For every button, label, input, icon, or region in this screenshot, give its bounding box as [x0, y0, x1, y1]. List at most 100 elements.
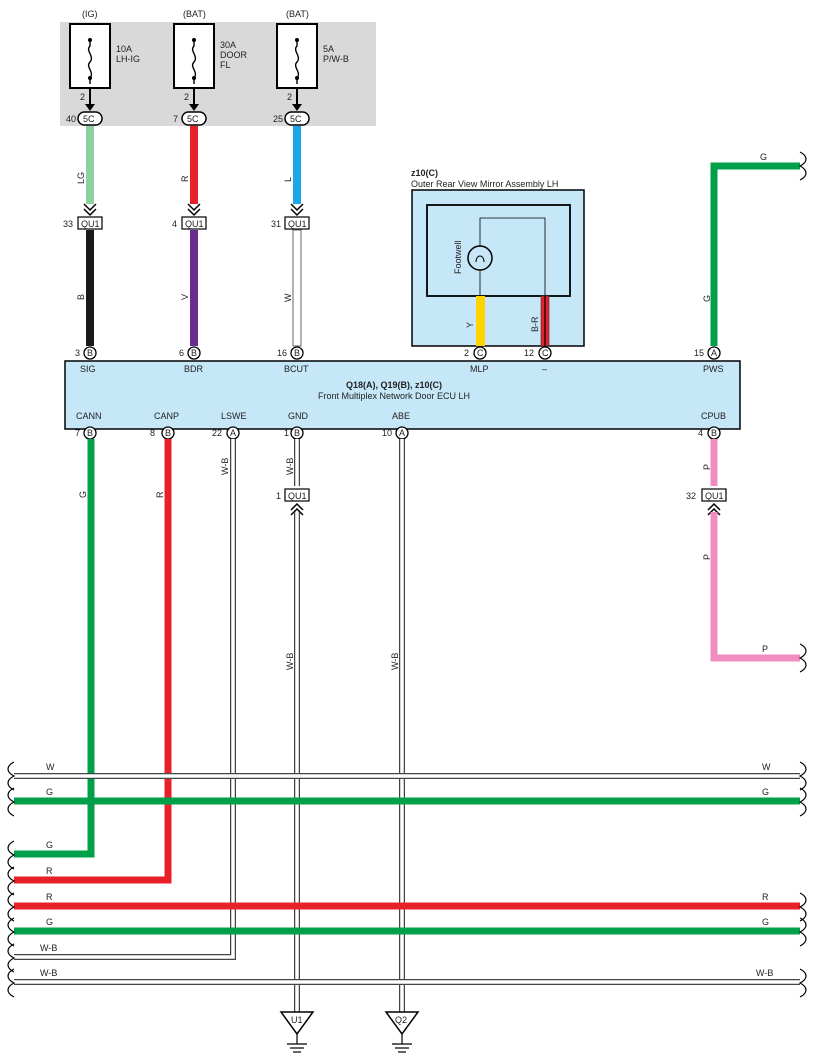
wire-label: W-B	[220, 458, 230, 475]
svg-text:GND: GND	[288, 411, 309, 421]
connector-qu1: QU1	[705, 491, 724, 501]
connector-pin: 7	[173, 114, 178, 124]
wire-label: B	[76, 294, 86, 300]
wire-label: LG	[76, 172, 86, 184]
wire-label: W	[283, 293, 293, 302]
svg-text:PWS: PWS	[703, 364, 724, 374]
bus-label-left: W-B	[40, 943, 57, 953]
wire-pws-g	[710, 162, 800, 346]
svg-text:B: B	[191, 348, 197, 358]
fuse-name: LH-IG	[116, 54, 140, 64]
fuse-name: FL	[220, 60, 231, 70]
bus-label-left: G	[46, 840, 53, 850]
svg-text:B: B	[294, 348, 300, 358]
svg-text:SIG: SIG	[80, 364, 96, 374]
connector-pin: 1	[276, 491, 281, 501]
ecu-pin-sig: 3 B SIG	[75, 346, 97, 374]
mirror-code: z10(C)	[411, 168, 438, 178]
bus-label-right: G	[762, 917, 769, 927]
wire-cpub-p-lower	[710, 512, 800, 662]
left-break-marks	[7, 761, 16, 998]
fuse-source-label: (IG)	[82, 9, 98, 19]
ecu-pin-bdr: 6 B BDR	[179, 346, 204, 374]
svg-text:A: A	[399, 428, 405, 438]
ecu-pin-mlp: 2 C MLP	[464, 346, 489, 374]
connector-5c: 5C	[187, 114, 199, 124]
fuse-name: DOOR	[220, 50, 248, 60]
wire-label: P	[762, 644, 768, 654]
fuse-pin: 2	[287, 92, 292, 102]
svg-text:3: 3	[75, 348, 80, 358]
svg-text:1: 1	[284, 428, 289, 438]
fuse-pin: 2	[80, 92, 85, 102]
svg-text:10: 10	[382, 428, 392, 438]
connector-pin: 40	[66, 114, 76, 124]
svg-text:LSWE: LSWE	[221, 411, 247, 421]
connector-qu1: QU1	[81, 219, 100, 229]
svg-text:BDR: BDR	[184, 364, 204, 374]
svg-text:2: 2	[464, 348, 469, 358]
connector-5c: 5C	[290, 114, 302, 124]
svg-text:22: 22	[212, 428, 222, 438]
svg-text:B: B	[711, 428, 717, 438]
fuse-source-label: (BAT)	[183, 9, 206, 19]
svg-text:BCUT: BCUT	[284, 364, 309, 374]
connector-qu1: QU1	[288, 219, 307, 229]
bus-label-left: W	[46, 762, 55, 772]
wire-w	[292, 229, 302, 347]
wire-l	[293, 126, 301, 204]
fuse-amp: 30A	[220, 40, 236, 50]
svg-text:16: 16	[277, 348, 287, 358]
wire-b	[86, 230, 94, 346]
wire-label: G	[702, 295, 712, 302]
svg-text:7: 7	[75, 428, 80, 438]
connector-qu1: QU1	[185, 219, 204, 229]
wire-label: G	[78, 491, 88, 498]
right-break-marks	[798, 761, 807, 998]
fuse-box-area	[60, 22, 376, 126]
svg-text:B: B	[87, 428, 93, 438]
fuse-amp: 5A	[323, 44, 334, 54]
svg-text:6: 6	[179, 348, 184, 358]
connector-qu1: QU1	[288, 491, 307, 501]
fuse-pw-b: (BAT) 5A P/W-B 2 5C 25	[273, 9, 349, 126]
bus-label-left: R	[46, 866, 53, 876]
ecu-name: Front Multiplex Network Door ECU LH	[318, 391, 470, 401]
svg-text:CANP: CANP	[154, 411, 179, 421]
svg-text:A: A	[230, 428, 236, 438]
wire-label: W-B	[390, 653, 400, 670]
svg-text:C: C	[542, 348, 549, 358]
svg-text:12: 12	[524, 348, 534, 358]
fuse-source-label: (BAT)	[286, 9, 309, 19]
svg-text:–: –	[542, 364, 547, 374]
svg-text:15: 15	[694, 348, 704, 358]
ecu-title: Q18(A), Q19(B), z10(C)	[346, 380, 442, 390]
fuse-amp: 10A	[116, 44, 132, 54]
wire-label: W-B	[285, 653, 295, 670]
connector-5c: 5C	[83, 114, 95, 124]
connector-pin: 33	[63, 219, 73, 229]
bus-label-left: R	[46, 892, 53, 902]
ecu-pin-bcut: 16 B BCUT	[277, 346, 309, 374]
ecu-box	[64, 360, 741, 430]
svg-text:4: 4	[698, 428, 703, 438]
svg-text:B: B	[165, 428, 171, 438]
ecu-pin-gnd: GND 1 B	[284, 411, 309, 440]
wire-cann-g	[14, 439, 95, 858]
wire-v	[190, 230, 198, 346]
fuse-pin: 2	[184, 92, 189, 102]
wire-canp-r	[14, 439, 172, 884]
ground-q2: Q2	[384, 1011, 420, 1053]
wire-lg	[86, 126, 94, 204]
fuse-name: P/W-B	[323, 54, 349, 64]
svg-text:8: 8	[150, 428, 155, 438]
bus-label-right: W	[762, 762, 771, 772]
wire-label: L	[283, 177, 293, 182]
svg-text:MLP: MLP	[470, 364, 489, 374]
bus-label-left: W-B	[40, 968, 57, 978]
wire-continuation-icon	[798, 643, 807, 673]
ecu-pin-pws: 15 A PWS	[694, 346, 724, 374]
svg-text:CPUB: CPUB	[701, 411, 726, 421]
fuse-door-fl: (BAT) 30A DOOR FL 2 5C 7	[173, 9, 248, 126]
wire-r	[190, 126, 198, 204]
